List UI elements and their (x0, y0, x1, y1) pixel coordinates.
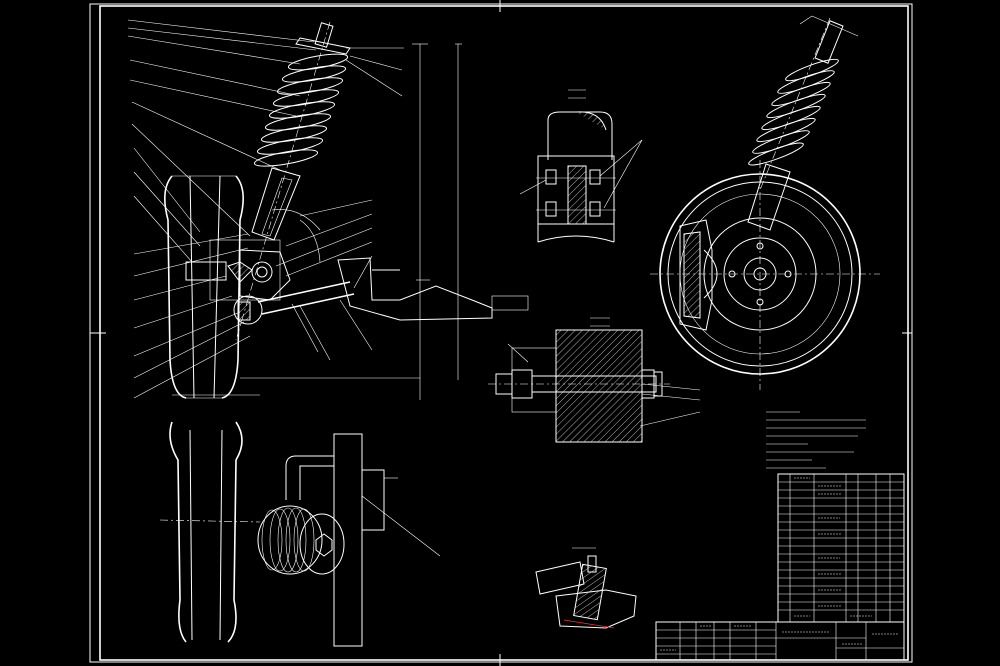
bolt-section-view (488, 317, 701, 443)
small-detail-view (535, 547, 637, 629)
parts-list-table (777, 473, 905, 623)
drawing-frame (89, 0, 913, 666)
side-view-wheel (650, 15, 880, 390)
technical-notes (766, 411, 866, 469)
bottom-detail-view (159, 421, 441, 647)
detail-view-a (519, 89, 643, 243)
title-block (655, 621, 905, 661)
main-suspension-view (127, 19, 529, 400)
